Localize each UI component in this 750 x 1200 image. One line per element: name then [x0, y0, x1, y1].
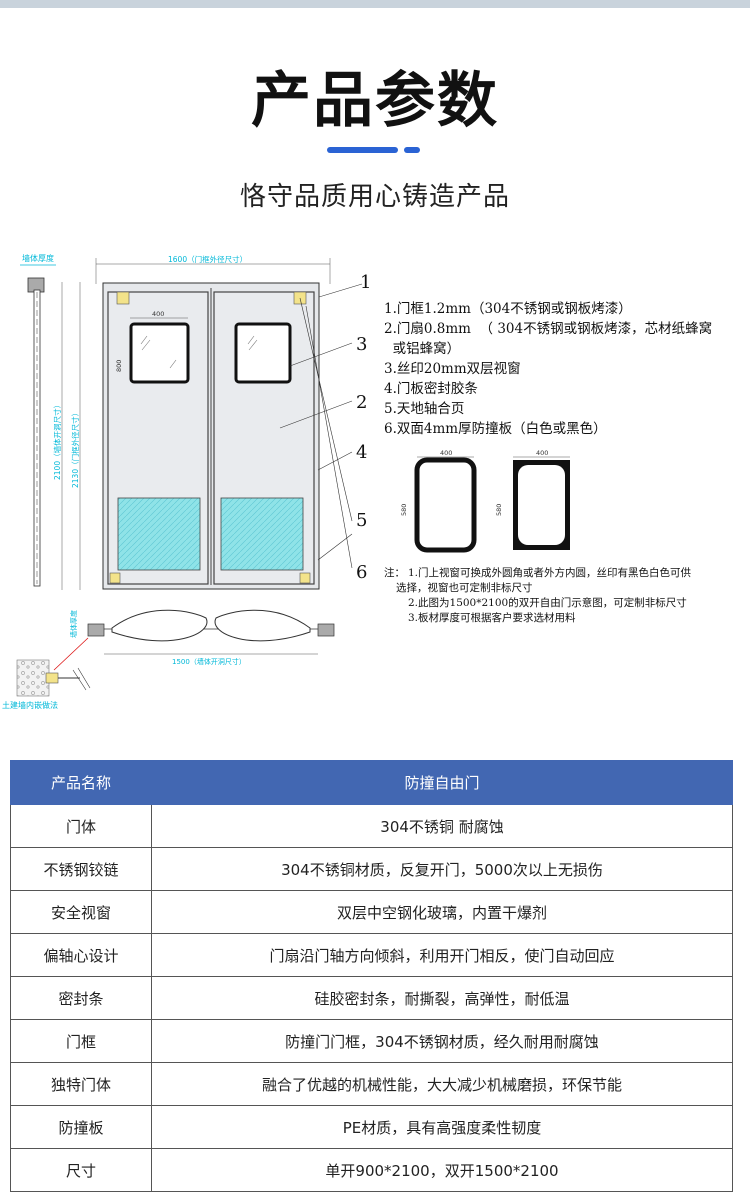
page-subtitle: 恪守品质用心铸造产品 — [239, 182, 510, 212]
note-item: 3.板材厚度可根据客户要求选材用料 — [408, 612, 576, 624]
note-row: 选择，视窗也可定制非标尺寸 — [384, 581, 744, 596]
row-name: 不锈钢铰链 — [10, 847, 152, 891]
height-outer-label: 2100（墙体开洞尺寸） — [52, 401, 62, 480]
plan-wall-label: 墙体厚度 — [69, 610, 78, 638]
spec-item: 3.丝印20mm双层视窗 — [384, 361, 521, 377]
plan-view: 墙体厚度 1500（墙体开洞尺寸） 土建墙内嵌做法 — [2, 609, 335, 710]
spec-item: 4.门板密封胶条 — [384, 381, 478, 397]
note-row: 3.板材厚度可根据客户要求选材用料 — [384, 611, 744, 626]
header-product-name: 产品名称 — [10, 760, 152, 805]
title-accent-long — [327, 147, 398, 153]
window-height-label: 800 — [115, 360, 123, 372]
title-accent-short — [404, 147, 420, 153]
table-row: 独特门体融合了优越的机械性能，大大减少机械磨损，环保节能 — [10, 1062, 733, 1106]
table-header-row: 产品名称 防撞自由门 — [10, 760, 733, 805]
row-value: 304不锈铜材质，反复开门，5000次以上无损伤 — [151, 847, 733, 891]
row-name: 安全视窗 — [10, 890, 152, 934]
spec-item: 6.双面4mm厚防撞板（白色或黑色） — [384, 421, 607, 437]
table-row: 偏轴心设计门扇沿门轴方向倾斜，利用开门相反，使门自动回应 — [10, 933, 733, 977]
callout-5: 5 — [356, 510, 368, 531]
table-row: 尺寸单开900*2100，双开1500*2100 — [10, 1148, 733, 1192]
notes-label: 注： — [384, 567, 405, 579]
callout-4: 4 — [356, 442, 368, 463]
front-elevation: 1600（门框外径尺寸） 400 800 — [95, 254, 363, 590]
row-name: 独特门体 — [10, 1062, 152, 1106]
note-item: 选择，视窗也可定制非标尺寸 — [396, 582, 533, 594]
page-title: 产品参数 — [251, 66, 499, 136]
top-bar — [0, 0, 750, 8]
row-value: 门扇沿门轴方向倾斜，利用开门相反，使门自动回应 — [151, 933, 733, 977]
row-name: 偏轴心设计 — [10, 933, 152, 977]
window-b-width: 400 — [536, 449, 548, 457]
window-a-height: 580 — [400, 504, 408, 516]
callout-3: 3 — [356, 334, 368, 355]
frame-width-label: 1600（门框外径尺寸） — [168, 254, 247, 264]
row-value: 单开900*2100，双开1500*2100 — [151, 1148, 733, 1192]
window-width-label: 400 — [152, 310, 164, 318]
row-name: 门框 — [10, 1019, 152, 1063]
row-name: 尺寸 — [10, 1148, 152, 1192]
callout-2: 2 — [356, 392, 368, 413]
spec-list: 1.门框1.2mm（304不锈钢或钢板烤漆） 2.门扇0.8mm （ 304不锈… — [384, 299, 744, 439]
note-row: 2.此图为1500*2100的双开自由门示意图，可定制非标尺寸 — [384, 596, 744, 611]
table-row: 密封条硅胶密封条，耐撕裂，高弹性，耐低温 — [10, 976, 733, 1020]
table-row: 门框防撞门门框，304不锈钢材质，经久耐用耐腐蚀 — [10, 1019, 733, 1063]
spec-item: 5.天地轴合页 — [384, 401, 465, 417]
row-value: PE材质，具有高强度柔性韧度 — [151, 1105, 733, 1149]
row-value: 融合了优越的机械性能，大大减少机械磨损，环保节能 — [151, 1062, 733, 1106]
window-a-width: 400 — [440, 449, 452, 457]
side-section: 墙体厚度 2100（墙体开洞尺寸） 2130（门框外径尺寸） — [20, 253, 81, 590]
callout-6: 6 — [356, 562, 368, 583]
row-value: 304不锈铜 耐腐蚀 — [151, 804, 733, 848]
row-name: 防撞板 — [10, 1105, 152, 1149]
height-frame-label: 2130（门框外径尺寸） — [70, 409, 80, 488]
notes: 注： 1.门上视窗可换成外圆角或者外方内圆，丝印有黑色白色可供 选择，视窗也可定… — [384, 566, 744, 626]
spec-item: 2.门扇0.8mm （ 304不锈钢或钢板烤漆，芯材纸蜂窝 或铝蜂窝） — [384, 321, 713, 357]
table-row: 安全视窗双层中空钢化玻璃，内置干爆剂 — [10, 890, 733, 934]
door-diagram: 墙体厚度 2100（墙体开洞尺寸） 2130（门框外径尺寸） 1600（门框外径… — [2, 253, 570, 710]
note-item: 1.门上视窗可换成外圆角或者外方内圆，丝印有黑色白色可供 — [408, 567, 692, 579]
callout-1: 1 — [360, 272, 372, 293]
window-samples: 400 580 400 580 — [400, 449, 570, 553]
window-b-height: 580 — [495, 504, 503, 516]
civil-wall-label: 土建墙内嵌做法 — [2, 700, 58, 710]
row-name: 密封条 — [10, 976, 152, 1020]
header-product-value: 防撞自由门 — [151, 760, 733, 805]
row-value: 双层中空钢化玻璃，内置干爆剂 — [151, 890, 733, 934]
spec-item: 1.门框1.2mm（304不锈钢或钢板烤漆） — [384, 301, 632, 317]
row-value: 硅胶密封条，耐撕裂，高弹性，耐低温 — [151, 976, 733, 1020]
note-item: 2.此图为1500*2100的双开自由门示意图，可定制非标尺寸 — [408, 597, 687, 609]
row-value: 防撞门门框，304不锈钢材质，经久耐用耐腐蚀 — [151, 1019, 733, 1063]
note-row: 注： 1.门上视窗可换成外圆角或者外方内圆，丝印有黑色白色可供 — [384, 566, 744, 581]
row-name: 门体 — [10, 804, 152, 848]
plan-width-label: 1500（墙体开洞尺寸） — [172, 657, 246, 666]
wall-thickness-label: 墙体厚度 — [22, 253, 54, 263]
